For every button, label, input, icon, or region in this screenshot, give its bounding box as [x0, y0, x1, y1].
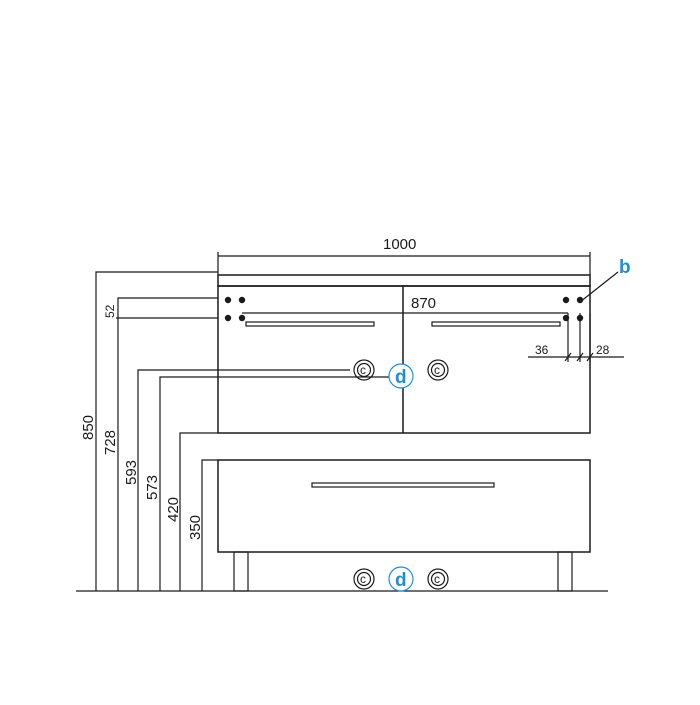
dim-gap-52: 52: [103, 304, 117, 318]
dim-offset-left: 36: [535, 343, 549, 357]
leg-right: [557, 551, 573, 592]
leg-left: [233, 551, 249, 592]
dim-total-width: 1000: [383, 236, 416, 253]
dim-offset-right: 28: [596, 343, 610, 357]
d-marker-circle: [388, 566, 414, 592]
c-label: c: [434, 572, 440, 586]
c-markers: [353, 359, 449, 590]
dim-height-420: 420: [165, 497, 182, 522]
c-label: c: [360, 363, 366, 377]
leader-b: [579, 271, 619, 303]
handle-right-door: [431, 321, 561, 327]
dim-height-593: 593: [123, 460, 140, 485]
dim-height-573: 573: [144, 475, 161, 500]
handle-drawer: [311, 482, 495, 488]
height-dim-lines: [95, 271, 390, 591]
dim-inner-width: 870: [411, 295, 436, 312]
handle-left-door: [245, 321, 375, 327]
d-label-bottom: d: [395, 570, 407, 591]
d-label-top: d: [395, 367, 407, 388]
mounting-holes: [224, 296, 584, 322]
dim-height-850: 850: [80, 415, 97, 440]
c-label: c: [434, 363, 440, 377]
d-marker-circle: [388, 363, 414, 389]
dim-height-350: 350: [187, 515, 204, 540]
upper-cabinet: [217, 285, 591, 434]
countertop: [217, 274, 591, 287]
lower-drawer: [217, 459, 591, 553]
c-label: c: [360, 572, 366, 586]
b-label: b: [619, 257, 631, 278]
dim-height-728: 728: [102, 430, 119, 455]
